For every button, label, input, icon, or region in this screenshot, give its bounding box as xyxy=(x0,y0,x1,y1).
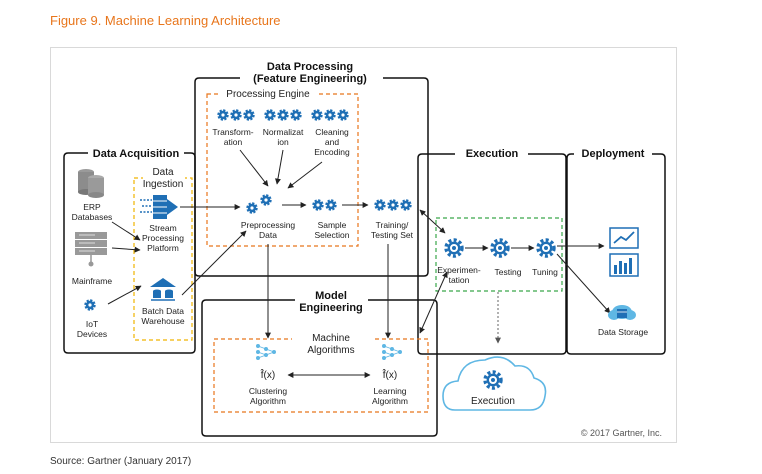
data-ingestion-title-line1: Data xyxy=(152,167,174,178)
training-label-line1: Training/ xyxy=(376,220,409,230)
training-experimentation-arrow xyxy=(419,209,446,234)
database-icon xyxy=(78,169,104,198)
testing-label: Testing xyxy=(495,267,522,277)
experimentation-label-line2: tation xyxy=(449,275,470,285)
batch-label-line2: Warehouse xyxy=(141,316,184,326)
transformation-gears-icon xyxy=(217,109,255,121)
data-processing-title-line2: (Feature Engineering) xyxy=(253,73,367,85)
batch-to-preprocessing-arrow xyxy=(181,230,247,296)
processing-engine-frame xyxy=(206,93,359,247)
mainframe-icon xyxy=(75,232,107,267)
cleaning-arrow xyxy=(287,161,323,189)
data-processing-title-line1: Data Processing xyxy=(267,61,353,73)
stream-label-line1: Stream xyxy=(149,223,176,233)
transformation-arrow xyxy=(239,149,269,187)
training-label-line2: Testing Set xyxy=(371,230,414,240)
preprocessing-label-line2: Data xyxy=(259,230,277,240)
line-chart-icon xyxy=(609,227,639,249)
bar-chart-icon xyxy=(609,253,639,277)
erp-to-stream-arrow xyxy=(111,221,141,241)
learning-network-icon xyxy=(381,343,402,360)
data-ingestion-title-line2: Ingestion xyxy=(143,179,184,190)
execution-title: Execution xyxy=(466,148,519,160)
cleaning-label-line2: and xyxy=(325,137,339,147)
mainframe-label: Mainframe xyxy=(72,276,112,286)
algorithms-title-line1: Machine xyxy=(312,333,350,344)
iot-gear-icon xyxy=(84,299,96,311)
batch-label-line1: Batch Data xyxy=(142,306,184,316)
training-set-gears-icon xyxy=(374,199,412,211)
learning-experimentation-arrow xyxy=(419,271,448,334)
tuning-to-storage-arrow xyxy=(556,253,611,314)
experimentation-cog-icon xyxy=(444,238,464,258)
preprocessing-label-line1: Preprocessing xyxy=(241,220,296,230)
transformation-label-line1: Transform- xyxy=(212,127,253,137)
stream-label-line2: Processing xyxy=(142,233,184,243)
model-engineering-frame xyxy=(201,299,438,437)
normalization-arrow xyxy=(274,149,284,185)
copyright: © 2017 Gartner, Inc. xyxy=(581,428,662,438)
normalization-label-line2: ion xyxy=(277,137,289,147)
data-storage-icon xyxy=(608,305,636,320)
normalization-label-line1: Normalizat xyxy=(263,127,304,137)
iot-to-batch-arrow xyxy=(107,285,142,305)
stream-processing-icon xyxy=(140,195,178,219)
mainframe-to-stream-arrow xyxy=(111,246,141,253)
sample-selection-gears-icon xyxy=(312,199,337,211)
figure-frame xyxy=(50,47,677,443)
clustering-label-line2: Algorithm xyxy=(250,396,286,406)
deployment-frame xyxy=(566,153,666,355)
processing-engine-title: Processing Engine xyxy=(226,89,310,100)
experimentation-label-line1: Experimen- xyxy=(437,265,481,275)
iot-label-line2: Devices xyxy=(77,329,107,339)
clustering-label-line1: Clustering xyxy=(249,386,288,396)
figure-title: Figure 9. Machine Learning Architecture xyxy=(50,13,281,28)
learning-label-line2: Algorithm xyxy=(372,396,408,406)
tuning-label: Tuning xyxy=(532,267,558,277)
deployment-title: Deployment xyxy=(582,148,645,160)
normalization-gears-icon xyxy=(264,109,302,121)
tuning-cog-icon xyxy=(536,238,556,258)
learning-formula: f̂(x) xyxy=(382,367,397,381)
learning-label-line1: Learning xyxy=(373,386,406,396)
testing-cog-icon xyxy=(490,238,510,258)
data-storage-label: Data Storage xyxy=(598,327,648,337)
preprocessing-gears-icon xyxy=(246,194,272,214)
erp-label-line2: Databases xyxy=(72,212,113,222)
cloud-execution-label: Execution xyxy=(471,396,515,407)
execution-frame xyxy=(417,153,567,355)
batch-warehouse-icon xyxy=(150,278,176,301)
cleaning-label-line3: Encoding xyxy=(314,147,350,157)
erp-label-line1: ERP xyxy=(83,202,101,212)
data-processing-frame xyxy=(194,77,429,277)
clustering-network-icon xyxy=(255,343,276,360)
algorithms-title-line2: Algorithms xyxy=(307,345,354,356)
iot-label-line1: IoT xyxy=(86,319,98,329)
clustering-formula: f̂(x) xyxy=(260,367,275,381)
transformation-label-line2: ation xyxy=(224,137,243,147)
stream-label-line3: Platform xyxy=(147,243,179,253)
model-engineering-title-line1: Model xyxy=(315,290,347,302)
execution-dashed-frame xyxy=(435,217,563,292)
sample-label-line2: Selection xyxy=(315,230,350,240)
cleaning-gears-icon xyxy=(311,109,349,121)
data-acquisition-title: Data Acquisition xyxy=(93,148,180,160)
model-engineering-title-line2: Engineering xyxy=(299,302,363,314)
sample-label-line1: Sample xyxy=(318,220,347,230)
cleaning-label-line1: Cleaning xyxy=(315,127,349,137)
source-note: Source: Gartner (January 2017) xyxy=(50,456,192,467)
